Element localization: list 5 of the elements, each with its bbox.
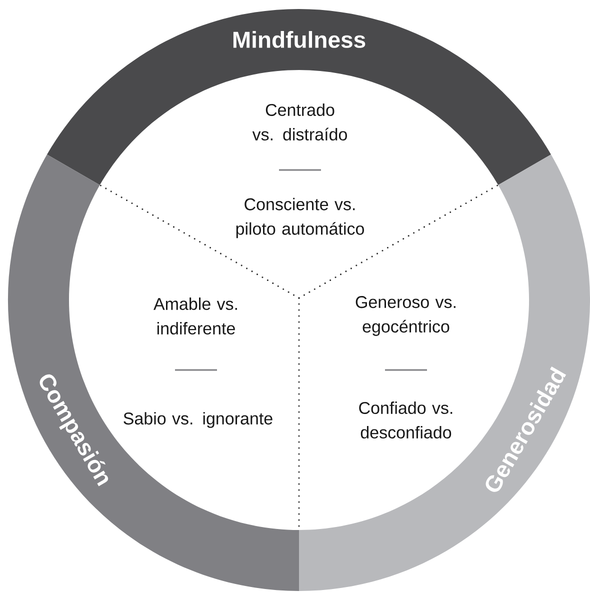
pair-text: Generoso vs. egocéntrico — [356, 296, 456, 336]
pair-text: Sabio vs. ignorante — [124, 412, 272, 428]
pair-text: Confiado vs. desconfiado — [359, 402, 452, 438]
pair-text: Centrado vs. distraído — [252, 104, 347, 140]
pair-text: Amable vs. indiferente — [154, 298, 237, 334]
